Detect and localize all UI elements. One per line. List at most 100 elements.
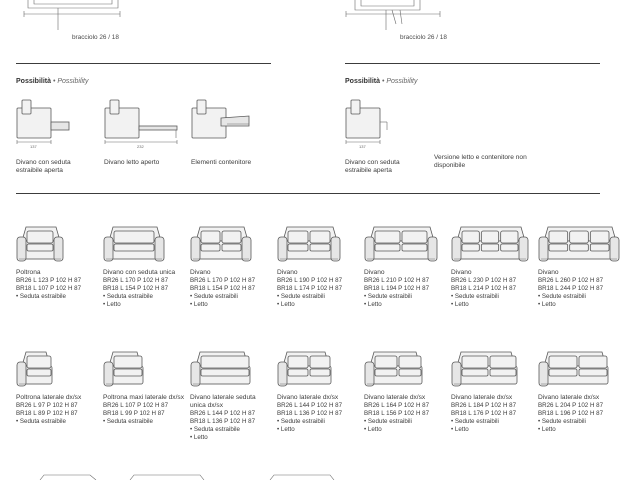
model-dimensions: BR18 L 156 P 102 H 87 (364, 410, 430, 417)
sofa-drawing (364, 351, 423, 387)
model-feature: • Sedute estraibili (190, 293, 238, 300)
model-dimensions: BR26 L 164 P 102 H 87 (364, 402, 430, 409)
sofa-drawing (103, 226, 165, 262)
pullout-seat-side-drawing: 137 (345, 99, 388, 149)
model-dimensions: BR18 L 136 P 102 H 87 (277, 410, 343, 417)
model-name: Divano con seduta unica (103, 269, 176, 276)
model-feature: • Letto (103, 301, 121, 308)
model-dimensions: BR26 L 190 P 102 H 87 (277, 277, 343, 284)
sofa-drawing (451, 351, 518, 387)
model-dimensions: BR18 L 99 P 102 H 87 (103, 410, 165, 417)
possibility-storage: Elementi contenitore (191, 96, 271, 167)
model-name: Divano laterale dx/sx (364, 394, 426, 401)
model-dimensions: BR18 L 136 P 102 H 87 (190, 418, 256, 425)
model-name: Poltrona (16, 269, 41, 276)
model-dimensions: BR18 L 196 P 102 H 87 (538, 410, 604, 417)
sofa-drawing (16, 351, 53, 387)
model-dimensions: BR18 L 176 P 102 H 87 (451, 410, 517, 417)
model-name: Divano laterale dx/sx (277, 394, 339, 401)
model-dimensions: BR18 L 107 P 102 H 87 (16, 285, 82, 292)
possibility-caption: Divano letto aperto (104, 159, 160, 166)
right-armrest-caption: bracciolo 26 / 18 (400, 34, 447, 41)
possibility-right-title: Possibilità • Possibility (345, 78, 418, 86)
model-feature: • Seduta estraibile (190, 426, 240, 433)
model-dimensions: BR18 L 89 P 102 H 87 (16, 410, 78, 417)
possibility-caption: Divano con seduta estraibile aperta (16, 159, 71, 174)
model-dimensions: BR26 L 204 P 102 H 87 (538, 402, 604, 409)
model-feature: • Letto (364, 426, 382, 433)
possibility-title-sep: • (381, 78, 385, 85)
model-dimensions: BR26 L 144 P 102 H 87 (190, 410, 256, 417)
model-feature: • Letto (190, 301, 208, 308)
model-name: Divano (538, 269, 559, 276)
model-name: Divano (451, 269, 472, 276)
possibility-title-en: Possibility (386, 78, 418, 85)
possibility-pullout-seat-right: 137 Divano con seduta estraibile aperta (345, 96, 425, 175)
model-dimensions: BR18 L 154 P 102 H 87 (103, 285, 169, 292)
model-name: Divano (364, 269, 385, 276)
sofa-drawing (451, 226, 529, 262)
model-name: Divano (190, 269, 211, 276)
model-name: Divano laterale dx/sx (451, 394, 513, 401)
dimension-label: 137 (30, 144, 37, 149)
divider-left-top (16, 63, 271, 64)
model-feature: • Sedute estraibili (538, 418, 586, 425)
possibility-left-title: Possibilità • Possibility (16, 78, 89, 86)
model-feature: • Letto (364, 301, 382, 308)
model-dimensions: BR26 L 97 P 102 H 87 (16, 402, 78, 409)
model-name: Divano (277, 269, 298, 276)
possibility-title-it: Possibilità (345, 78, 381, 85)
model-name: Divano laterale seduta unica dx/sx (190, 394, 256, 409)
sofa-drawing (190, 226, 252, 262)
possibility-title-it: Possibilità (16, 78, 52, 85)
model-dimensions: BR26 L 144 P 102 H 87 (277, 402, 343, 409)
left-sofa-front-drawing (23, 0, 121, 30)
possibility-caption: Divano con seduta estraibile aperta (345, 159, 400, 174)
divider-right-top (345, 63, 600, 64)
model-feature: • Seduta estraibile (16, 293, 66, 300)
storage-side-drawing (191, 99, 250, 139)
model-dimensions: BR26 L 170 P 102 H 87 (190, 277, 256, 284)
pullout-seat-side-drawing: 137 (16, 99, 70, 149)
model-feature: • Seduta estraibile (16, 418, 66, 425)
model-feature: • Letto (277, 426, 295, 433)
model-feature: • Sedute estraibili (277, 418, 325, 425)
sofa-bed-side-drawing: 232 (104, 99, 178, 149)
model-feature: • Letto (538, 426, 556, 433)
model-dimensions: BR26 L 123 P 102 H 87 (16, 277, 82, 284)
possibility-caption: Versione letto e contenitore non disponi… (434, 154, 527, 169)
model-feature: • Seduta estraibile (103, 418, 153, 425)
sofa-drawing (538, 226, 620, 262)
left-armrest-caption: bracciolo 26 / 18 (72, 34, 119, 41)
model-feature: • Letto (538, 301, 556, 308)
model-feature: • Sedute estraibili (364, 293, 412, 300)
model-dimensions: BR18 L 174 P 102 H 87 (277, 285, 343, 292)
possibility-sofa-bed: 232 Divano letto aperto (104, 96, 184, 167)
sofa-drawing (364, 226, 438, 262)
right-sofa-front-drawing (345, 0, 441, 30)
model-feature: • Letto (451, 426, 469, 433)
sofa-drawing (103, 351, 144, 387)
model-dimensions: BR18 L 214 P 102 H 87 (451, 285, 517, 292)
possibility-pullout-seat: 137 Divano con seduta estraibile aperta (16, 96, 96, 175)
model-dimensions: BR18 L 154 P 102 H 87 (190, 285, 256, 292)
possibility-title-en: Possibility (57, 78, 89, 85)
model-feature: • Sedute estraibili (364, 418, 412, 425)
sofa-drawing (277, 226, 341, 262)
dimension-label: 137 (359, 144, 366, 149)
possibility-not-available: Versione letto e contenitore non disponi… (434, 154, 534, 170)
model-dimensions: BR18 L 244 P 102 H 87 (538, 285, 604, 292)
model-feature: • Sedute estraibili (451, 418, 499, 425)
